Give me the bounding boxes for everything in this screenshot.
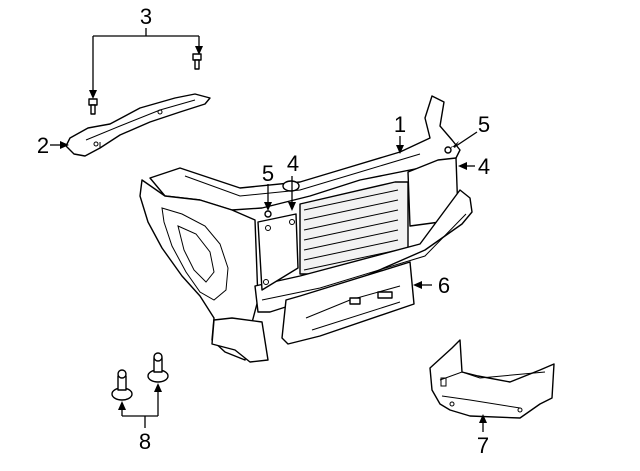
leader-line-5-right	[450, 131, 478, 149]
leader-line-2	[50, 141, 69, 149]
callout-2: 2	[37, 133, 49, 158]
callout-6: 6	[438, 273, 450, 298]
leader-line-7	[479, 414, 487, 432]
leader-line-8	[118, 383, 162, 428]
push-pin-retainer-left	[111, 369, 133, 401]
callout-5-left: 5	[262, 161, 274, 186]
callout-4-left: 4	[287, 151, 299, 176]
callout-3: 3	[140, 4, 152, 29]
callout-5-right: 5	[478, 112, 490, 137]
bolt-fastener-right	[192, 53, 202, 70]
callout-4-right: 4	[478, 154, 490, 179]
lower-air-deflector	[281, 261, 415, 345]
splash-shield	[429, 339, 555, 419]
leader-line-6	[413, 281, 432, 289]
callout-8: 8	[139, 429, 151, 454]
callout-1: 1	[394, 112, 406, 137]
leader-line-1	[396, 136, 404, 154]
radiator-support-assembly	[139, 95, 473, 363]
bolt-fastener-left	[88, 98, 98, 115]
leader-line-4-left	[288, 176, 296, 211]
callout-7: 7	[477, 433, 489, 458]
leader-line-4-right	[458, 162, 475, 170]
push-pin-retainer-right	[147, 352, 169, 383]
leader-line-5-left	[264, 184, 272, 211]
upper-cover-panel	[65, 93, 211, 157]
leader-line-3	[89, 28, 203, 99]
